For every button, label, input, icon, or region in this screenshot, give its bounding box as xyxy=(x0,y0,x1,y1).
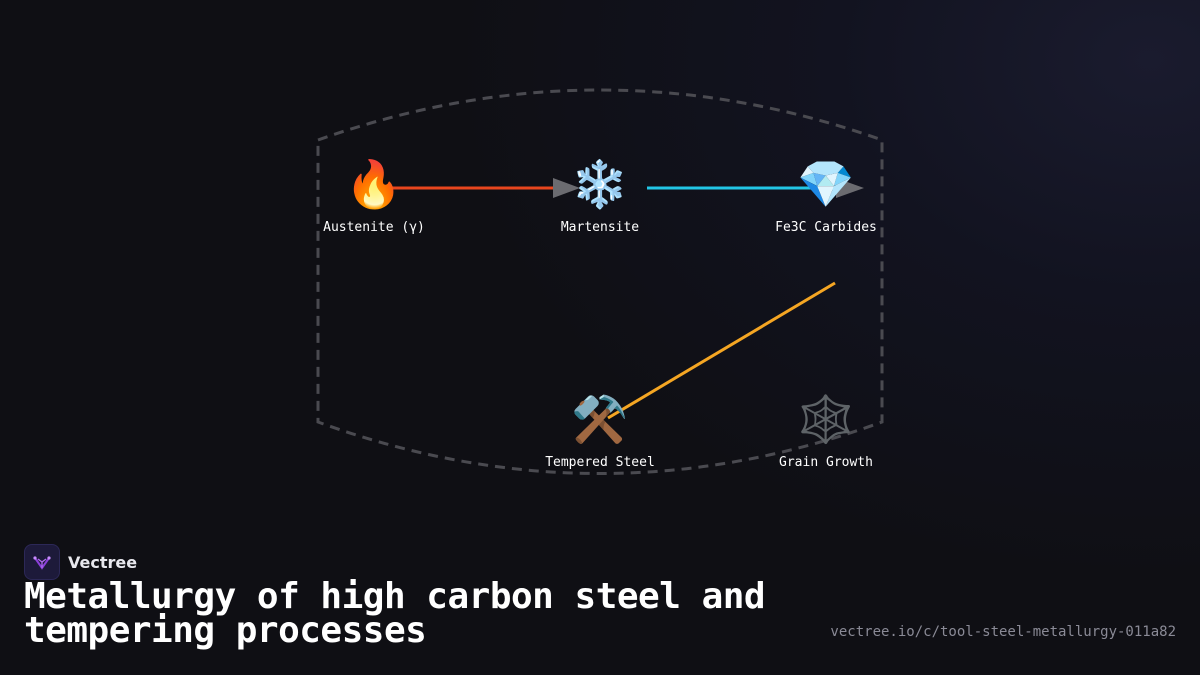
source-url[interactable]: vectree.io/c/tool-steel-metallurgy-011a8… xyxy=(830,624,1176,640)
node-tempered[interactable]: ⚒️ Tempered Steel xyxy=(545,392,655,470)
edge-carbides-tempered xyxy=(607,281,836,420)
arrowhead-martensite-carbides xyxy=(836,178,864,198)
node-label: Martensite xyxy=(561,220,639,235)
hammer-pick-icon: ⚒️ xyxy=(571,392,628,446)
node-martensite[interactable]: ❄️ Martensite xyxy=(561,157,639,235)
snowflake-icon: ❄️ xyxy=(571,157,628,211)
spider-web-icon: 🕸️ xyxy=(797,392,854,446)
fire-icon: 🔥 xyxy=(345,157,402,211)
node-label: Austenite (γ) xyxy=(323,220,425,235)
node-label: Fe3C Carbides xyxy=(775,220,877,235)
edges xyxy=(390,178,864,420)
node-label: Grain Growth xyxy=(779,455,873,470)
node-carbides[interactable]: 💎 Fe3C Carbides xyxy=(775,157,877,235)
brand-name: Vectree xyxy=(68,552,138,572)
node-grain[interactable]: 🕸️ Grain Growth xyxy=(779,392,873,470)
vectree-logo-icon xyxy=(24,544,60,580)
arrowhead-austenite-martensite xyxy=(553,178,580,198)
node-label: Tempered Steel xyxy=(545,455,655,470)
node-austenite[interactable]: 🔥 Austenite (γ) xyxy=(323,157,425,235)
brand: Vectree xyxy=(24,544,137,580)
group-boundary xyxy=(316,88,884,475)
page-title: Metallurgy of high carbon steel and temp… xyxy=(24,576,766,651)
gem-icon: 💎 xyxy=(797,157,854,211)
